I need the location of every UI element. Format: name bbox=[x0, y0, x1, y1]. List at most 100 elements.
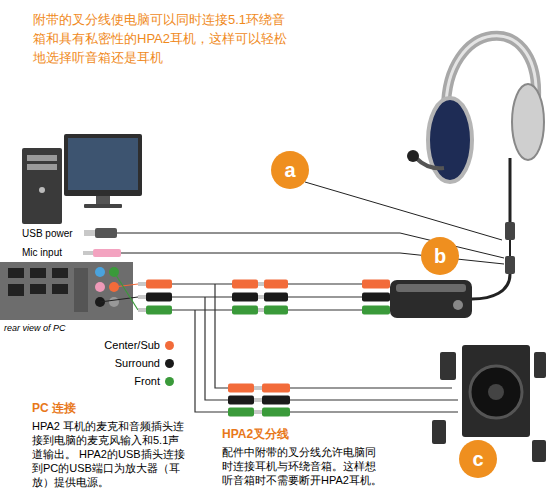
audio-plug bbox=[362, 280, 390, 289]
power-button bbox=[39, 187, 45, 193]
monitor-screen bbox=[68, 138, 138, 190]
callout-circle: b bbox=[420, 236, 460, 276]
view-caption: rear view of PC bbox=[4, 323, 114, 334]
note-text: HPA2 耳机的麦克和音频插头连接到电脑的麦克风输入和5.1声道输出。 HPA2… bbox=[32, 419, 187, 489]
plug-tip bbox=[138, 295, 146, 299]
monitor-base bbox=[84, 204, 122, 208]
section-heading: HPA2叉分线 bbox=[222, 427, 372, 442]
audio-plug bbox=[228, 408, 254, 417]
woofer-cap bbox=[488, 384, 504, 400]
plug-tip bbox=[258, 282, 264, 286]
usb-port bbox=[52, 268, 68, 278]
legend-swatch bbox=[165, 377, 174, 386]
cable bbox=[215, 284, 228, 388]
cable bbox=[288, 309, 362, 310]
headset-plug bbox=[505, 256, 515, 274]
plug-tip bbox=[138, 282, 146, 286]
audio-plug bbox=[228, 384, 254, 393]
wire bbox=[114, 272, 138, 310]
audio-plug bbox=[232, 306, 258, 315]
monitor-stand bbox=[96, 196, 110, 204]
cable bbox=[172, 309, 232, 310]
callout-circle: c bbox=[458, 439, 498, 479]
note-text: 配件中附带的叉分线允许电脑同时连接耳机与环绕音箱。这样想听音箱时不需要断开HPA… bbox=[222, 445, 384, 487]
usb-port bbox=[52, 284, 68, 294]
mic-plug bbox=[93, 249, 121, 257]
microphone bbox=[407, 150, 419, 162]
audio-jack bbox=[95, 267, 105, 277]
cable bbox=[290, 387, 452, 388]
audio-plug bbox=[228, 396, 254, 405]
audio-plug bbox=[362, 306, 390, 315]
audio-plug bbox=[264, 293, 288, 302]
legend-swatch bbox=[165, 359, 174, 368]
cable bbox=[290, 399, 458, 400]
audio-plug bbox=[146, 280, 172, 289]
audio-plug bbox=[262, 396, 290, 405]
cable bbox=[172, 296, 232, 297]
usb-plug bbox=[95, 228, 117, 238]
satellite-speaker bbox=[534, 352, 546, 378]
ear-cup bbox=[512, 84, 544, 160]
plug-tip bbox=[258, 308, 264, 312]
port-label: Mic input bbox=[22, 247, 82, 259]
usb-plug-tip bbox=[84, 230, 95, 236]
legend-entry: Surround bbox=[88, 356, 178, 370]
splitter-box bbox=[390, 280, 472, 318]
legend-swatch bbox=[165, 341, 174, 350]
headset-plug bbox=[505, 222, 515, 240]
plug-tip bbox=[254, 398, 262, 402]
usb-port bbox=[30, 284, 46, 294]
cable bbox=[290, 411, 458, 412]
plug-tip bbox=[254, 410, 262, 414]
satellite-speaker bbox=[432, 420, 446, 444]
plug-tip bbox=[138, 308, 146, 312]
volume-knob bbox=[453, 300, 463, 310]
plug-tip bbox=[258, 295, 264, 299]
plug-joint bbox=[509, 240, 511, 256]
title: 附带的叉分线使电脑可以同时连接5.1环绕音箱和具有私密性的HPA2耳机，这样可以… bbox=[33, 10, 295, 67]
audio-plug bbox=[146, 306, 172, 315]
callout-disc bbox=[421, 237, 459, 275]
pc-tower bbox=[22, 148, 62, 224]
woofer-cone bbox=[470, 366, 522, 418]
cable bbox=[288, 296, 362, 297]
legend-entry: Center/Sub bbox=[88, 338, 178, 352]
port-label: USB power bbox=[22, 228, 82, 240]
legend-label: Center/Sub bbox=[104, 338, 160, 352]
cable bbox=[205, 297, 228, 400]
audio-plug bbox=[362, 293, 390, 302]
audio-plug bbox=[146, 293, 172, 302]
splitter-top bbox=[396, 284, 466, 292]
audio-plug bbox=[264, 280, 288, 289]
audio-jack bbox=[95, 282, 105, 292]
headset-cable bbox=[509, 158, 512, 222]
drive-bay bbox=[27, 155, 57, 161]
legend-entry: Front bbox=[88, 374, 178, 388]
mic-plug-tip bbox=[83, 251, 93, 255]
legend-label: Surround bbox=[115, 356, 160, 370]
callout-number: c bbox=[472, 448, 483, 470]
audio-plug bbox=[264, 306, 288, 315]
drive-bay bbox=[27, 164, 57, 170]
cable bbox=[195, 310, 228, 412]
rear-panel bbox=[0, 262, 133, 320]
cable bbox=[172, 283, 232, 284]
callout-number: a bbox=[284, 159, 295, 181]
audio-plug bbox=[262, 408, 290, 417]
usb-port bbox=[30, 268, 46, 278]
audio-plug bbox=[262, 384, 290, 393]
splitter-cable bbox=[472, 274, 510, 299]
audio-plug bbox=[232, 293, 258, 302]
audio-plug bbox=[232, 280, 258, 289]
usb-port bbox=[8, 268, 24, 278]
wire bbox=[114, 284, 138, 287]
legend-label: Front bbox=[134, 374, 160, 388]
monitor bbox=[64, 134, 142, 196]
lan-port bbox=[8, 284, 24, 296]
callout-disc bbox=[459, 440, 497, 478]
port-block bbox=[74, 268, 88, 312]
satellite-speaker bbox=[532, 440, 546, 462]
cable bbox=[288, 283, 362, 284]
